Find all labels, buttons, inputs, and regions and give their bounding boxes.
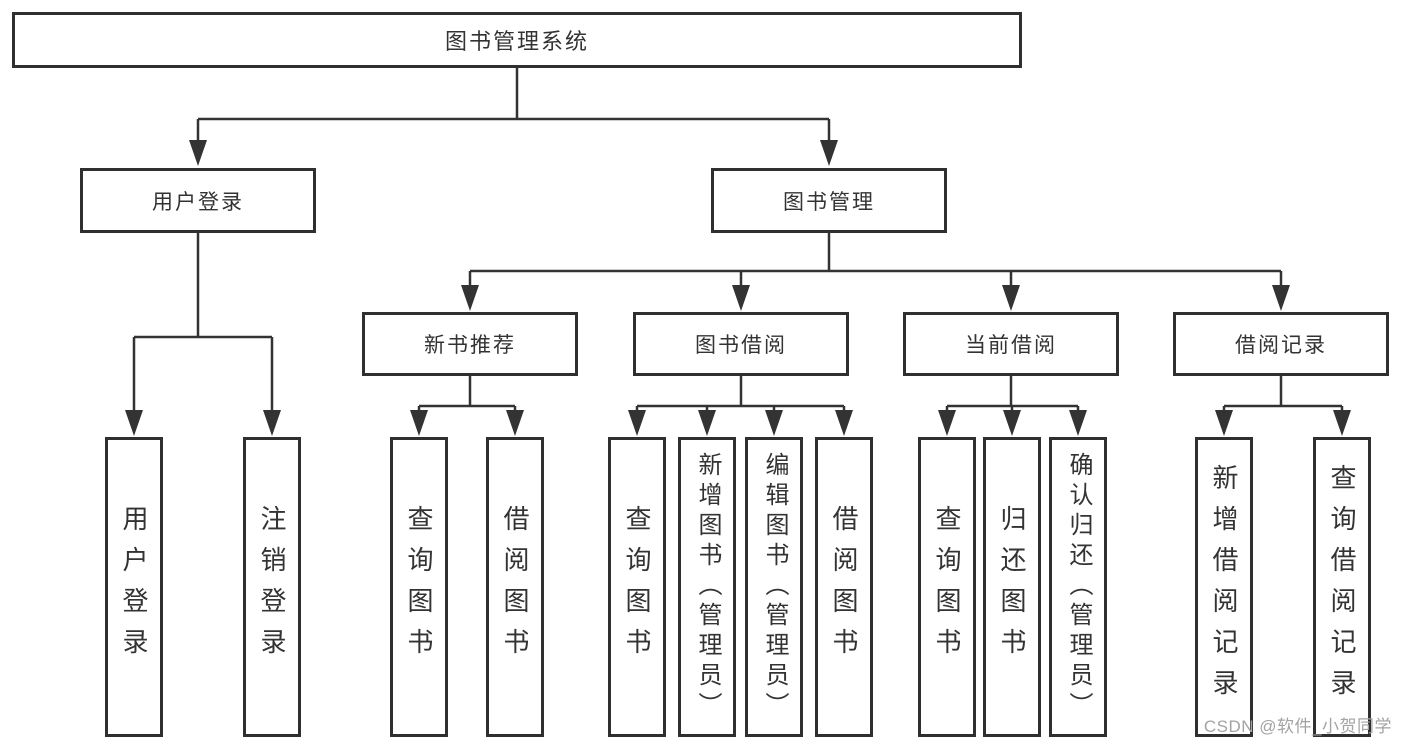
arrow-down-icon (835, 410, 853, 436)
arrow-down-icon (765, 410, 783, 436)
node-user-login: 用户登录 (80, 168, 316, 233)
node-book-borrowing: 图书借阅 (633, 312, 849, 376)
node-library-management-system: 图书管理系统 (12, 12, 1022, 68)
leaf-label: 借阅图书 (500, 505, 530, 669)
leaf-return-books: 归还图书 (983, 437, 1041, 737)
arrow-down-icon (1003, 410, 1021, 436)
leaf-label: 用户登录 (119, 505, 149, 669)
node-label: 图书管理系统 (444, 29, 589, 54)
leaf-label: 新增图书（管理员） (694, 452, 721, 722)
node-label: 借阅记录 (1235, 334, 1327, 357)
arrow-down-icon (189, 140, 207, 166)
leaf-query-books: 查询图书 (390, 437, 448, 737)
leaf-label: 查询借阅记录 (1327, 464, 1357, 710)
node-new-book-recommendation: 新书推荐 (362, 312, 578, 376)
leaf-label: 确认归还（管理员） (1065, 452, 1092, 722)
leaf-label: 新增借阅记录 (1209, 464, 1239, 710)
arrow-down-icon (732, 285, 750, 311)
node-label: 当前借阅 (965, 334, 1057, 357)
arrow-down-icon (125, 410, 143, 436)
arrow-down-icon (263, 410, 281, 436)
leaf-add-book-admin: 新增图书（管理员） (678, 437, 736, 737)
leaf-borrow-books: 借阅图书 (486, 437, 544, 737)
arrow-down-icon (820, 140, 838, 166)
arrow-down-icon (410, 410, 428, 436)
leaf-confirm-return-admin: 确认归还（管理员） (1049, 437, 1107, 737)
leaf-label: 查询图书 (932, 505, 962, 669)
arrow-down-icon (1333, 410, 1351, 436)
leaf-label: 注销登录 (257, 505, 287, 669)
arrow-down-icon (628, 410, 646, 436)
leaf-label: 查询图书 (404, 505, 434, 669)
leaf-label: 借阅图书 (829, 505, 859, 669)
arrow-down-icon (1069, 410, 1087, 436)
arrow-down-icon (1215, 410, 1233, 436)
arrow-down-icon (698, 410, 716, 436)
leaf-edit-book-admin: 编辑图书（管理员） (745, 437, 803, 737)
leaf-user-login: 用户登录 (105, 437, 163, 737)
leaf-query-books: 查询图书 (918, 437, 976, 737)
leaf-query-books: 查询图书 (608, 437, 666, 737)
arrow-down-icon (938, 410, 956, 436)
arrow-down-icon (461, 285, 479, 311)
node-current-borrowing: 当前借阅 (903, 312, 1119, 376)
csdn-watermark: CSDN @软件_小贺同学 (1203, 717, 1392, 736)
node-label: 用户登录 (152, 190, 244, 214)
node-label: 新书推荐 (424, 334, 516, 357)
node-book-management: 图书管理 (711, 168, 947, 233)
leaf-borrow-books: 借阅图书 (815, 437, 873, 737)
leaf-add-borrow-record: 新增借阅记录 (1195, 437, 1253, 737)
leaf-label: 归还图书 (997, 505, 1027, 669)
leaf-query-borrow-record: 查询借阅记录 (1313, 437, 1371, 737)
arrow-down-icon (1002, 285, 1020, 311)
leaf-label: 编辑图书（管理员） (761, 452, 788, 722)
arrowhead-icons (125, 140, 1351, 436)
node-borrowing-records: 借阅记录 (1173, 312, 1389, 376)
leaf-label: 查询图书 (622, 505, 652, 669)
arrow-down-icon (506, 410, 524, 436)
arrow-down-icon (1272, 285, 1290, 311)
node-label: 图书管理 (783, 190, 875, 214)
leaf-logout: 注销登录 (243, 437, 301, 737)
node-label: 图书借阅 (695, 334, 787, 357)
